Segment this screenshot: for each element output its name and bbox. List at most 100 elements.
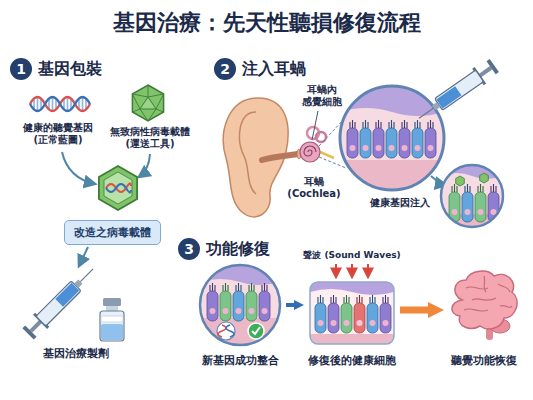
ear-figure (262, 154, 297, 160)
box-text: 改造之病毒載體 (74, 225, 151, 240)
magnifier-ring (441, 165, 503, 227)
magnified-cells (373, 120, 384, 158)
integration-cells (207, 283, 218, 321)
ear-figure (304, 146, 316, 156)
healthy-cells-view: 修復後的健康細胞 (305, 280, 399, 368)
section-heading: 1基因包裝 (10, 58, 102, 80)
injected-cells (475, 184, 486, 222)
magnified-cells (412, 120, 423, 158)
injected-cells (480, 173, 489, 183)
vial-icon (100, 311, 124, 341)
dna-badge (218, 325, 226, 337)
sound-wave-arrows (351, 264, 353, 277)
integration-cells (200, 265, 280, 345)
modified-vector-icon (99, 166, 137, 210)
healthy-cells (367, 295, 378, 333)
injected-cells (449, 184, 460, 222)
flow-arrow (62, 152, 150, 266)
healthy-cells (328, 295, 339, 333)
dna-icon (30, 97, 90, 111)
injected-cells (488, 184, 499, 222)
sound-wave-label: 聲波 (Sound Waves) (303, 250, 400, 261)
syringe-icon (486, 59, 498, 74)
magnified-cells (425, 120, 436, 158)
integration-cells (220, 283, 231, 321)
cell-panel (310, 282, 394, 344)
vial-icon (103, 298, 121, 306)
dna-badge (217, 322, 235, 340)
sound-wave-arrows (335, 264, 337, 277)
virus-icon (132, 85, 163, 121)
leader-line (319, 157, 346, 168)
modified-vector-icon (106, 184, 131, 193)
injected-cells (441, 165, 503, 227)
ear-figure (320, 152, 334, 158)
integration-cells (200, 318, 280, 345)
magnified-cells (399, 120, 410, 158)
callout-number: 2 (214, 58, 236, 80)
section-heading: 3 功能修復 (178, 238, 270, 260)
dna-badge (217, 322, 235, 340)
syringe-icon (435, 70, 484, 110)
integration-cells (233, 283, 244, 321)
gene-caption: 健康的聽覺基因 (正常藍圖) (18, 122, 98, 146)
vial-icon (100, 298, 124, 341)
dna-badge (226, 325, 234, 337)
vial-icon (101, 324, 123, 340)
syringe-icon (21, 262, 100, 341)
syringe-icon (22, 325, 36, 339)
healthy-cells (310, 334, 394, 344)
check-badge (248, 323, 264, 339)
section-title: 注入耳蝸 (242, 59, 306, 80)
modified-vector-icon (106, 183, 131, 192)
integration-cells (246, 283, 257, 321)
cell-panel-border (310, 282, 394, 344)
callout-number: 3 (178, 238, 200, 260)
check-badge (248, 323, 264, 339)
figure-caption: 新基因成功整合 (202, 353, 279, 368)
virus-icon (132, 85, 163, 121)
injected-cells (441, 165, 503, 179)
magnifier-ring (200, 265, 280, 345)
injected-cells (441, 165, 503, 227)
magnified-cells (386, 120, 397, 158)
healthy-cells (315, 295, 326, 333)
vial-icon (101, 316, 123, 322)
healthy-cells (310, 282, 394, 295)
cell-callout: 耳蝸內 感覺細胞 (294, 84, 350, 108)
sound-wave-arrows (367, 264, 369, 277)
check-badge (252, 327, 260, 334)
flow-arrow (139, 154, 150, 177)
sound-wave-arrows (336, 264, 368, 277)
section-heading: 2 注入耳蝸 (214, 58, 306, 80)
syringe-icon (55, 283, 79, 307)
virus-icon (140, 97, 156, 109)
magnified-cells (340, 86, 444, 190)
healthy-cells (354, 295, 365, 333)
figure-caption: 修復後的健康細胞 (308, 353, 396, 368)
ear-figure (240, 112, 256, 194)
healthy-cells (310, 282, 394, 344)
integration-view: 新基因成功整合 (195, 262, 285, 368)
dna-icon (30, 97, 90, 111)
magnified-cells (347, 120, 358, 158)
integration-cells (200, 265, 280, 345)
section-title: 功能修復 (206, 239, 270, 260)
injected-cells (462, 184, 473, 222)
callout-number: 1 (10, 58, 32, 80)
modified-vector-icon (99, 166, 137, 210)
modified-vector-icon (104, 172, 132, 204)
magnified-cells (360, 120, 371, 158)
diagram-title: 基因治療：先天性聽損修復流程 (0, 8, 533, 38)
virus-icon (132, 85, 163, 121)
syringe-icon (80, 269, 93, 282)
figure-caption: 聽覺功能恢復 (451, 353, 517, 368)
healthy-cells (380, 295, 391, 333)
brain-icon (464, 276, 512, 311)
leader-line (312, 111, 318, 140)
injection-caption: 健康基因注入 (362, 197, 438, 209)
healthy-cells (341, 295, 352, 333)
flow-arrow (79, 247, 88, 266)
product-caption: 基因治療製劑 (31, 347, 121, 360)
